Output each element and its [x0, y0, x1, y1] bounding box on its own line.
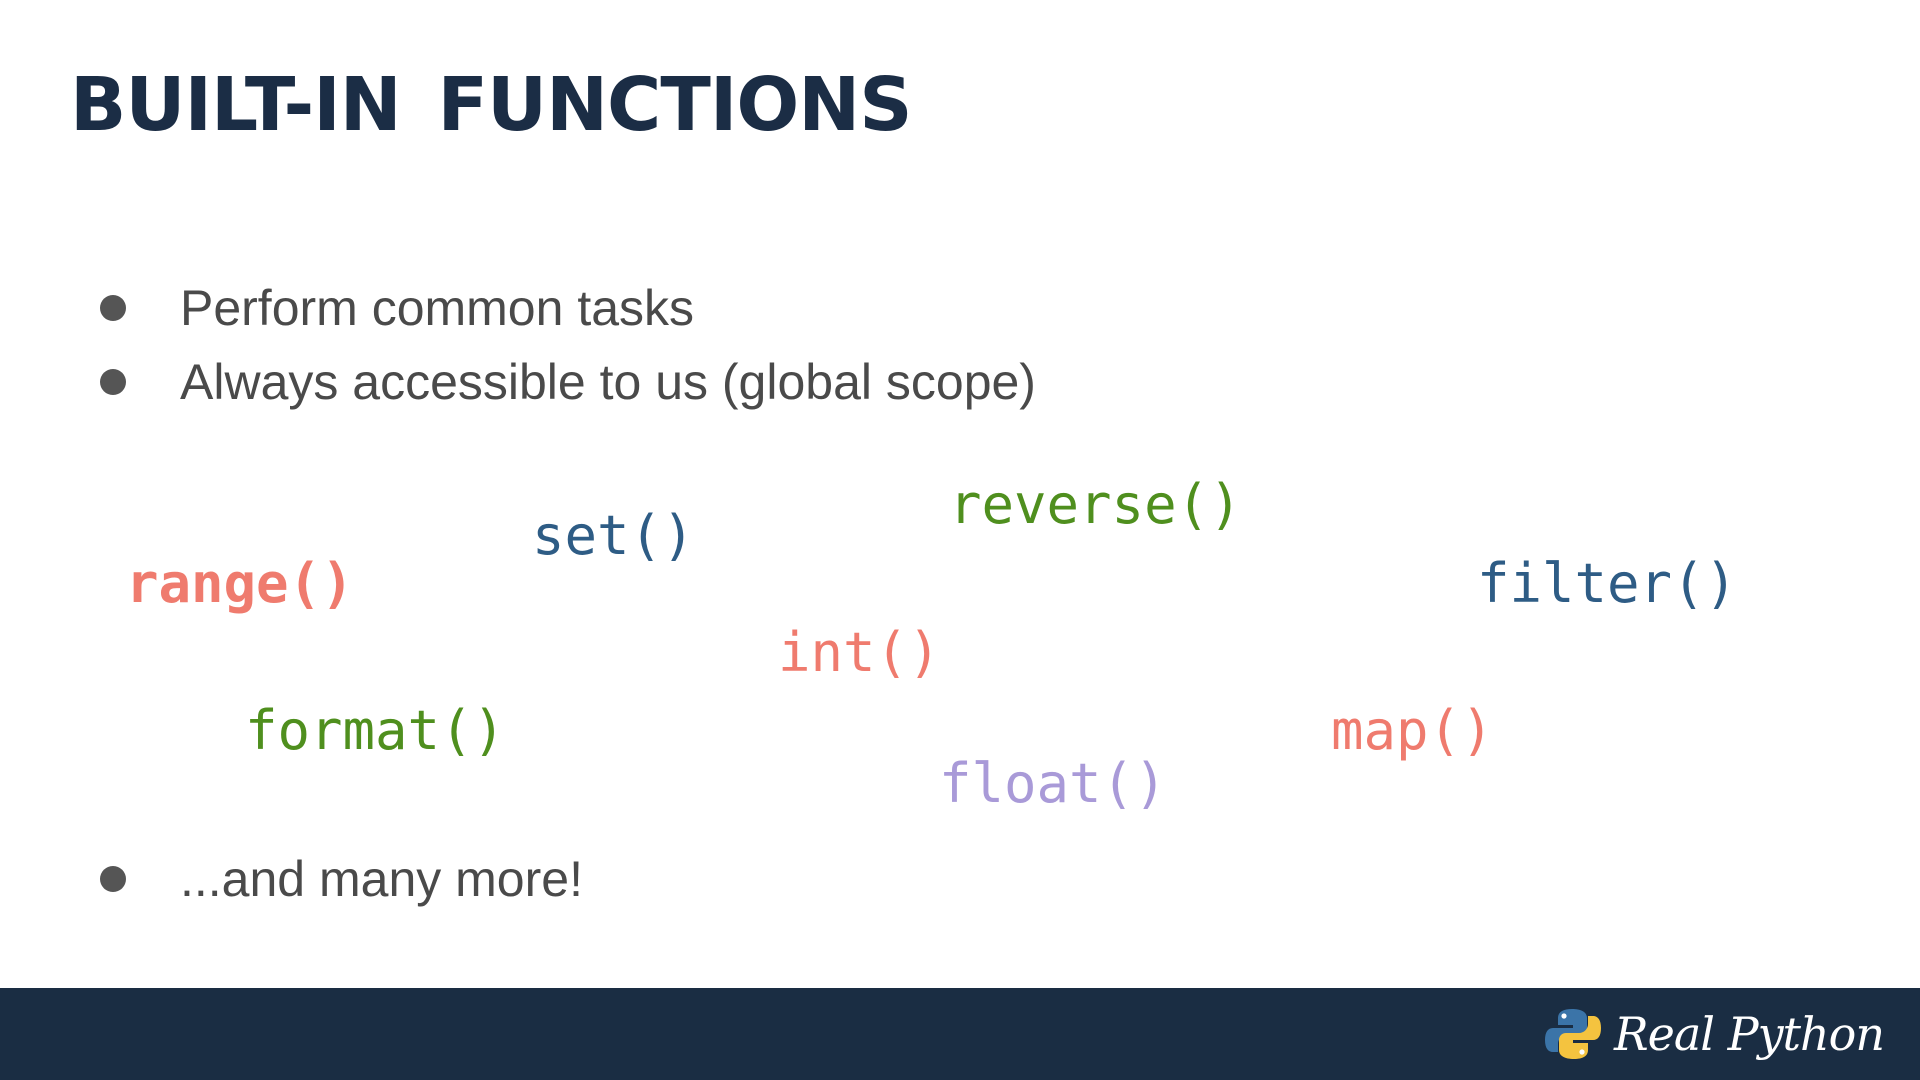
bullet-text: ...and many more!	[180, 851, 583, 907]
function-format: format()	[245, 699, 506, 762]
real-python-logo: Real Python	[1544, 1002, 1885, 1066]
function-reverse: reverse()	[949, 473, 1242, 536]
function-float: float()	[939, 752, 1167, 815]
bullet-dot-icon	[100, 369, 126, 395]
bullet-item: ...and many more!	[100, 849, 583, 909]
bullet-dot-icon	[100, 866, 126, 892]
bullet-dot-icon	[100, 295, 126, 321]
function-int: int()	[778, 621, 941, 684]
function-range: range()	[126, 552, 354, 615]
bullet-text: Always accessible to us (global scope)	[180, 354, 1036, 410]
footer-bar: Real Python	[0, 988, 1920, 1080]
logo-text: Real Python	[1614, 1007, 1885, 1061]
function-set: set()	[532, 504, 695, 567]
bullet-item: Always accessible to us (global scope)	[100, 352, 1036, 412]
bullet-item: Perform common tasks	[100, 278, 694, 338]
python-logo-icon	[1545, 1009, 1601, 1059]
function-map: map()	[1331, 699, 1494, 762]
bullet-text: Perform common tasks	[180, 280, 695, 336]
slide-title: BUILT-IN FUNCTIONS	[70, 62, 912, 148]
function-filter: filter()	[1477, 552, 1738, 615]
